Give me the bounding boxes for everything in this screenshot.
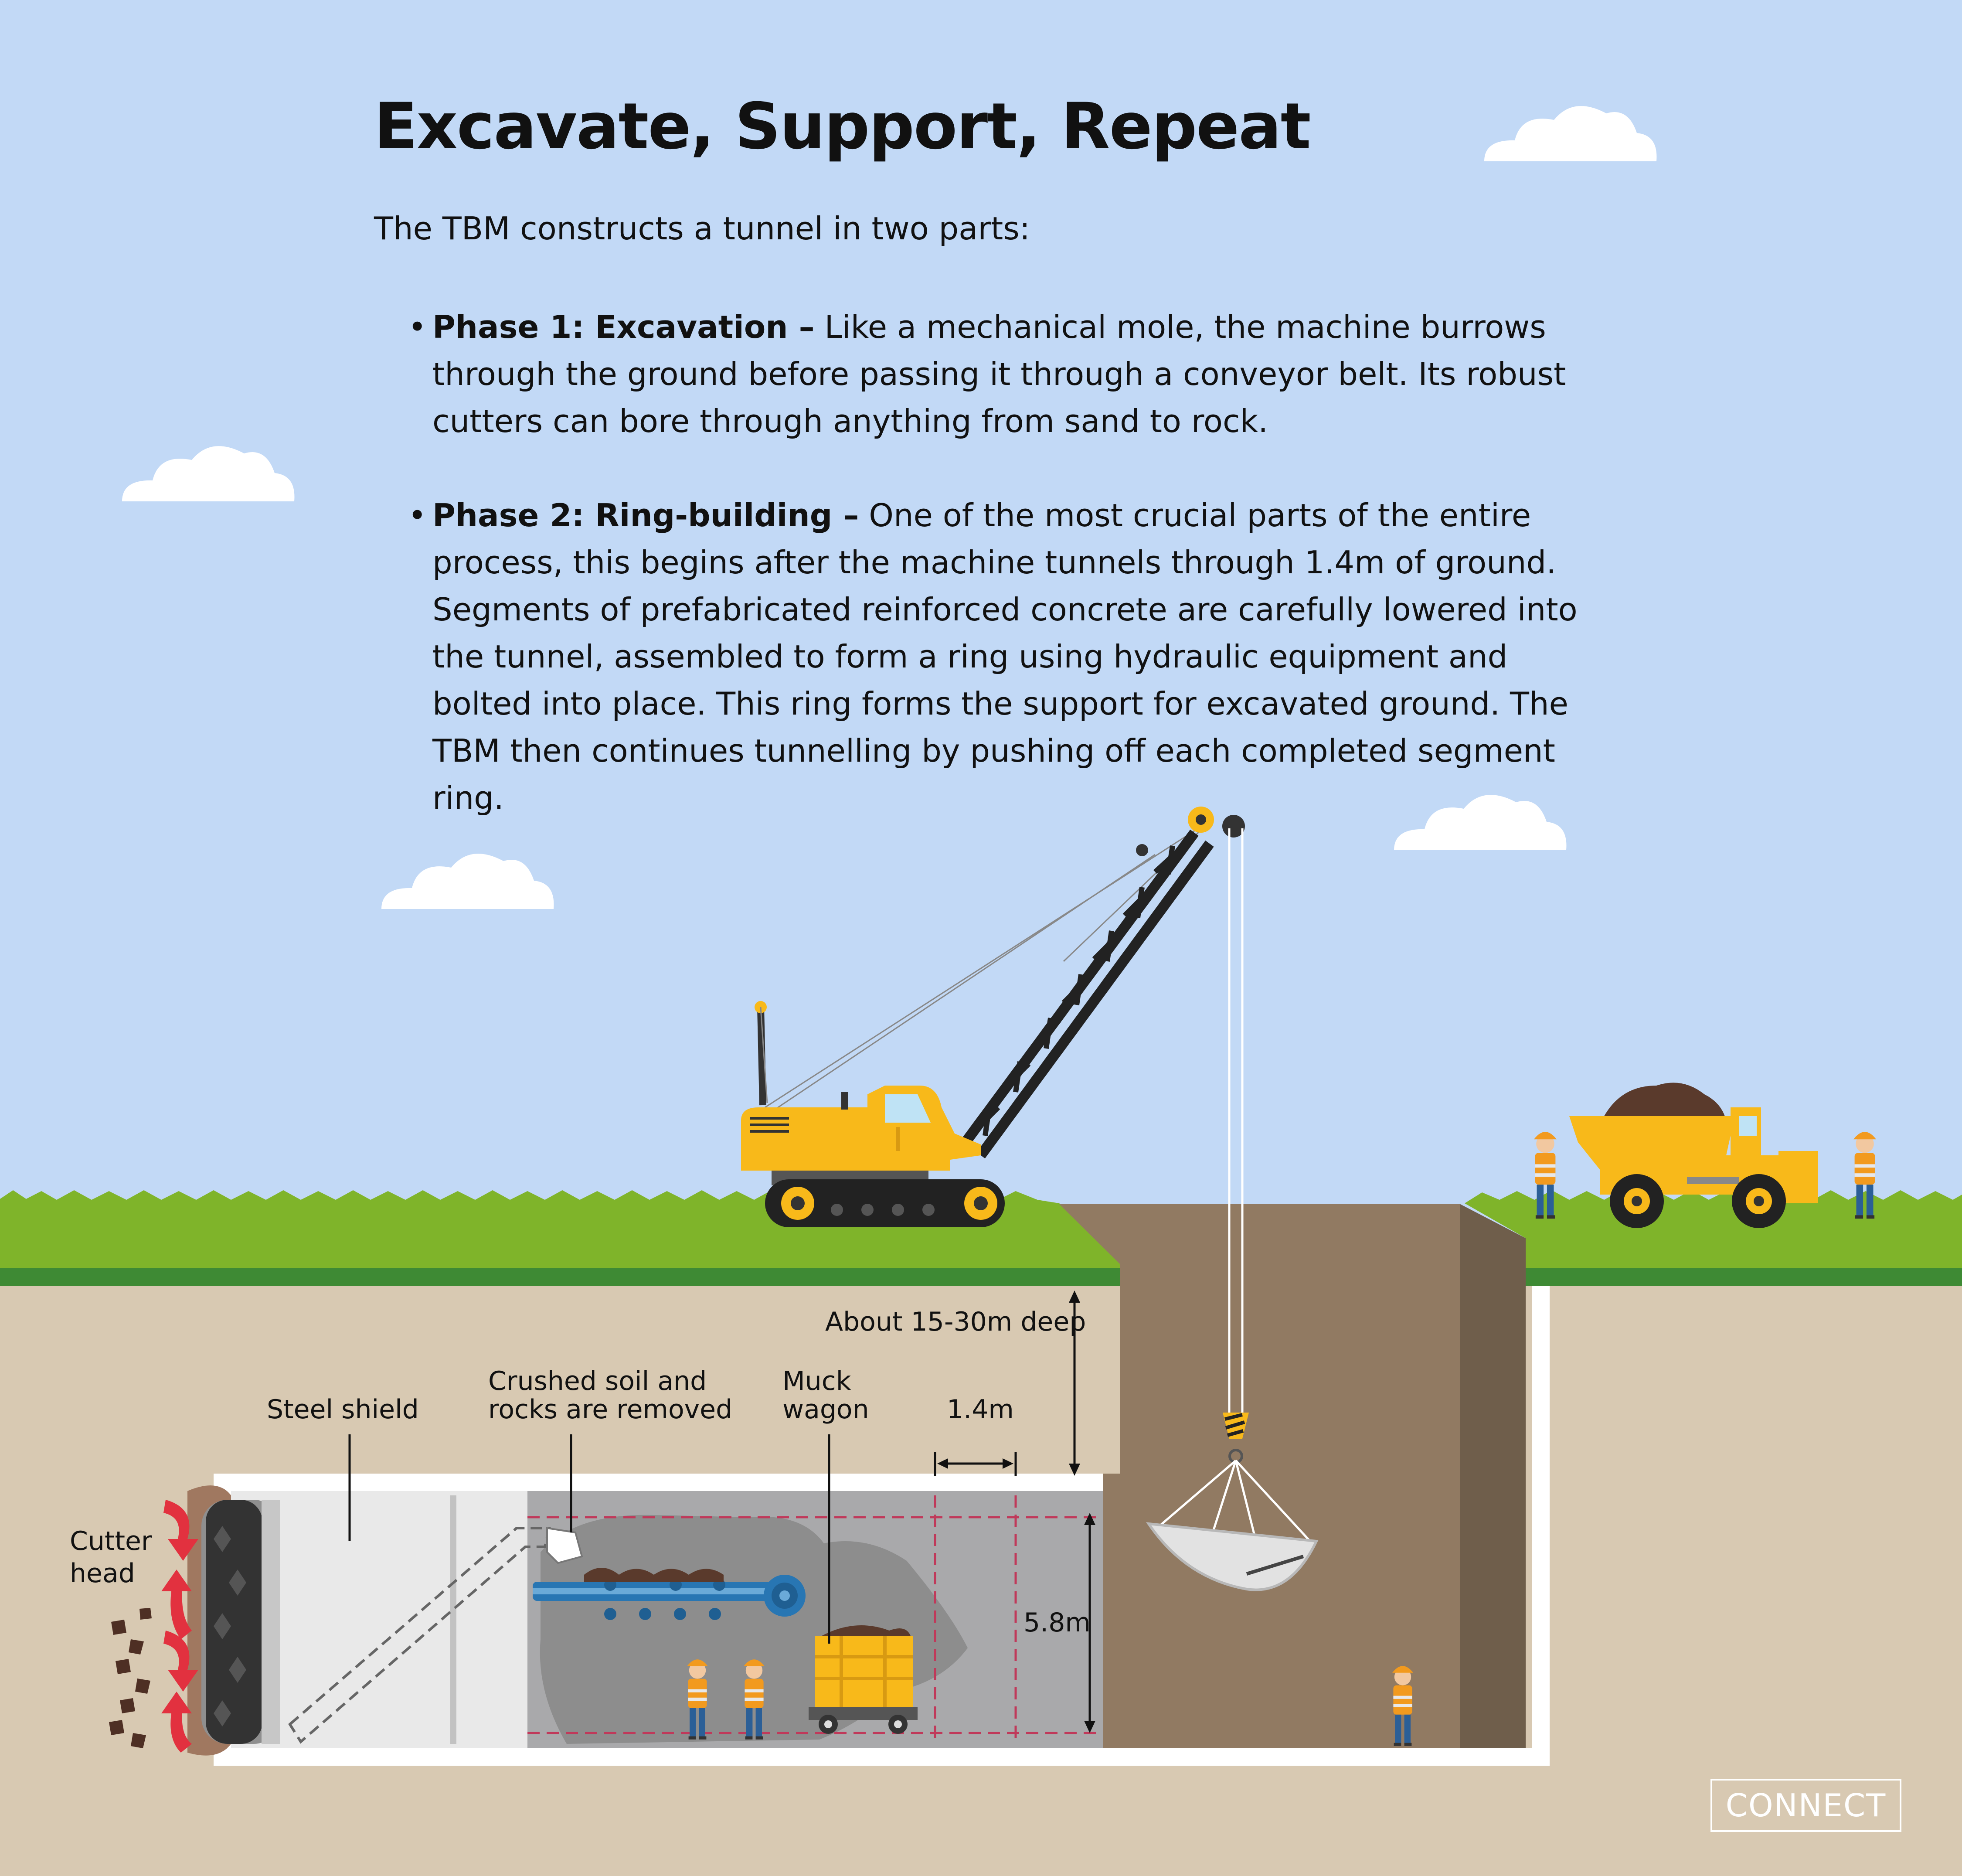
cutter-head-label-line2: head [70, 1558, 135, 1589]
cutter-head [187, 1485, 280, 1756]
crawler-crane [741, 807, 1245, 1415]
conveyor-belt [533, 1568, 806, 1620]
dump-truck [1569, 1083, 1818, 1228]
grass-right-edge [1526, 1268, 1962, 1286]
grass-left-edge [0, 1268, 1129, 1286]
bullet-dot: • [408, 309, 427, 345]
phase-2-heading: Phase 2: Ring-building – [432, 497, 859, 534]
segment-rings [527, 1495, 1103, 1744]
shaft-back-wall [1460, 1204, 1526, 1748]
rock-debris [109, 1608, 152, 1748]
shield-section [231, 1491, 527, 1748]
phase-1-heading: Phase 1: Excavation – [432, 309, 815, 345]
muck-wagon-label-line2: wagon [782, 1394, 869, 1425]
screw-conveyor [288, 1527, 551, 1744]
phase-1-item: • Phase 1: Excavation – Like a mechanica… [408, 303, 1611, 445]
sky [0, 0, 1962, 1208]
crushed-soil-label-line1: Crushed soil and [488, 1366, 707, 1396]
bullet-dot: • [408, 497, 427, 534]
crane-hook [1159, 1413, 1313, 1574]
intro-text: The TBM constructs a tunnel in two parts… [374, 210, 1030, 247]
diameter-label: 5.8m [1024, 1607, 1091, 1638]
segment-length-label: 1.4m [947, 1394, 1014, 1425]
crushed-soil-label-line2: rocks are removed [488, 1394, 733, 1425]
muck-wagon [809, 1625, 918, 1734]
depth-label: About 15-30m deep [825, 1307, 1086, 1337]
phase-2-item: • Phase 2: Ring-building – One of the mo… [408, 492, 1611, 821]
connect-logo: CONNECT [1710, 1779, 1901, 1832]
annotation-lines [348, 1290, 1095, 1733]
rotation-arrows [161, 1500, 198, 1753]
phase-1-text: Like a mechanical mole, the machine burr… [432, 309, 1566, 439]
steel-shield-label: Steel shield [267, 1394, 419, 1425]
concrete-segment [1146, 1522, 1319, 1591]
page-title: Excavate, Support, Repeat [374, 89, 1311, 163]
grass-right [1465, 1190, 1962, 1286]
shaft [1059, 1204, 1460, 1748]
phase-2-text: One of the most crucial parts of the ent… [432, 497, 1578, 816]
cutter-head-label-line1: Cutter [70, 1526, 152, 1556]
muck-wagon-label-line1: Muck [782, 1366, 851, 1396]
